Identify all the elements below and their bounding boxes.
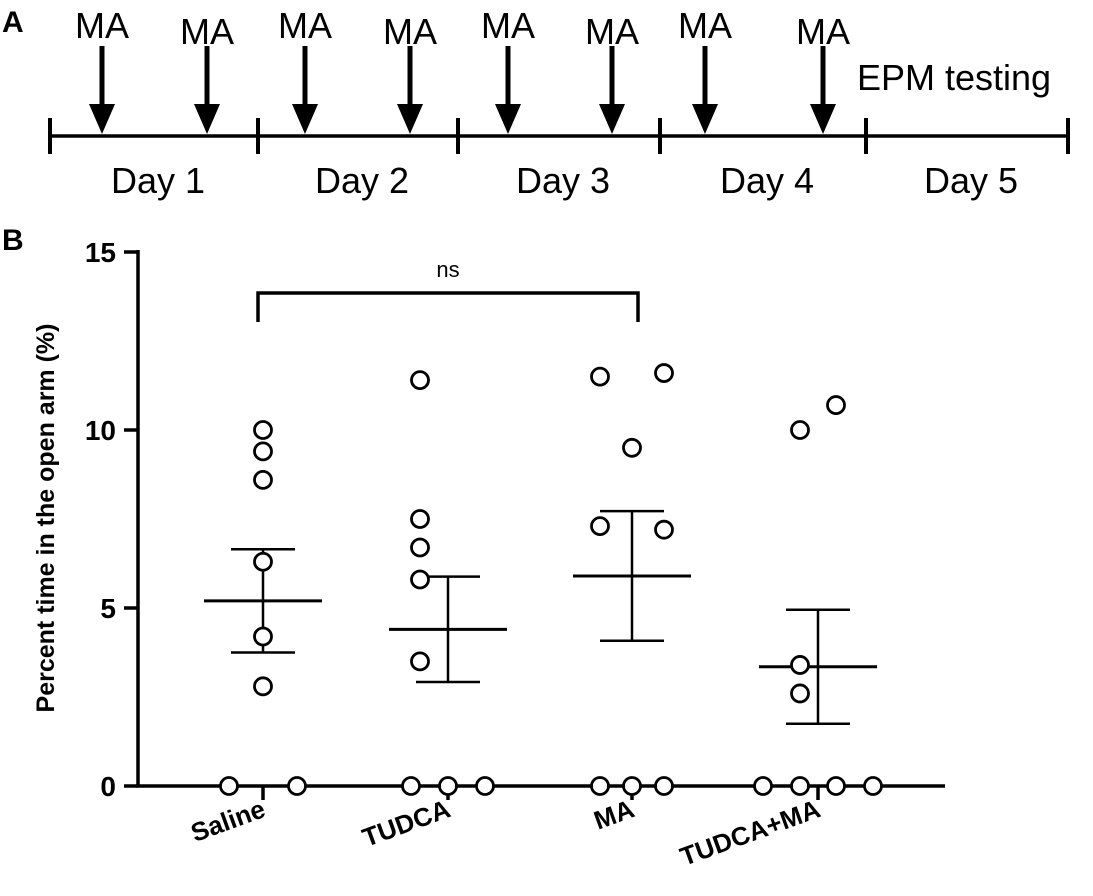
timeline-ticks [48,118,1070,154]
data-point [790,420,810,440]
significance-bracket: ns [256,257,640,322]
x-tick-label: TUDCA+MA [676,793,824,871]
data-point [253,626,273,647]
data-point [410,509,430,529]
day-label: Day 5 [924,160,1018,201]
data-point [410,569,430,590]
data-point [826,395,846,415]
data-point [622,776,642,796]
dose-arrow: MA [180,11,234,134]
dose-label: MA [75,5,129,46]
data-point [253,469,273,490]
day-labels: Day 1 Day 2 Day 3 Day 4 Day 5 [111,160,1018,201]
y-axis-label: Percent time in the open arm (%) [32,324,60,713]
dose-label: MA [796,11,850,52]
panel-b-label: B [2,224,24,257]
error-bars [204,509,877,725]
day-label: Day 3 [516,160,610,201]
data-point [622,437,642,458]
day-label: Day 2 [315,160,409,201]
dose-arrow-head [397,104,423,134]
y-ticks: 0 5 10 15 [85,237,138,802]
dose-arrow: MA [585,11,639,134]
data-point [410,537,430,558]
data-point [590,776,610,796]
dose-label: MA [278,5,332,46]
dose-arrow-head [194,104,220,134]
data-point [790,776,810,796]
data-point [790,655,810,675]
data-point [253,551,273,572]
y-tick-label: 5 [100,593,116,624]
x-tick-label: TUDCA [358,793,454,852]
dose-arrow-head [692,104,718,134]
dose-label: MA [585,11,639,52]
x-tick-label: Saline [187,793,269,847]
dose-arrows: MA MA MA MA MA MA MA MA [75,5,850,134]
data-point [654,519,674,540]
day-label: Day 4 [720,160,814,201]
y-tick-label: 10 [85,415,116,446]
y-tick-label: 0 [100,771,116,802]
panel-b-chart: B Percent time in the open arm (%) 0 5 10 1… [2,224,945,872]
data-point [790,683,810,704]
dose-label: MA [180,11,234,52]
dose-label: MA [481,5,535,46]
data-points [219,363,883,796]
data-point [654,363,674,383]
data-point [410,370,430,391]
epm-testing-label: EPM testing [857,57,1051,98]
data-point [410,651,430,672]
dose-arrow-head [599,104,625,134]
dose-arrow-head [292,104,318,134]
data-point [753,776,773,796]
data-point [253,676,273,697]
dose-arrow: MA [75,5,129,134]
data-point [590,366,610,387]
data-point [253,441,273,462]
data-point [253,420,273,440]
dose-arrow: MA [678,5,732,134]
dose-arrow: MA [278,5,332,134]
dose-arrow-head [810,104,836,134]
data-point [863,776,883,796]
data-point [590,516,610,537]
significance-label: ns [436,257,459,282]
dose-label: MA [678,5,732,46]
bracket-line [256,291,640,322]
data-point [287,776,307,796]
data-point [401,776,421,796]
data-point [826,776,846,796]
data-point [438,776,458,796]
data-point [475,776,495,796]
y-tick-label: 15 [85,237,116,268]
panel-a-label: A [2,6,24,39]
dose-arrow-head [89,104,115,134]
dose-arrow: MA [796,11,850,134]
data-point [654,776,674,796]
dose-arrow-head [495,104,521,134]
dose-arrow: MA [383,11,437,134]
dose-label: MA [383,11,437,52]
data-point [219,776,239,796]
day-label: Day 1 [111,160,205,201]
dose-arrow: MA [481,5,535,134]
